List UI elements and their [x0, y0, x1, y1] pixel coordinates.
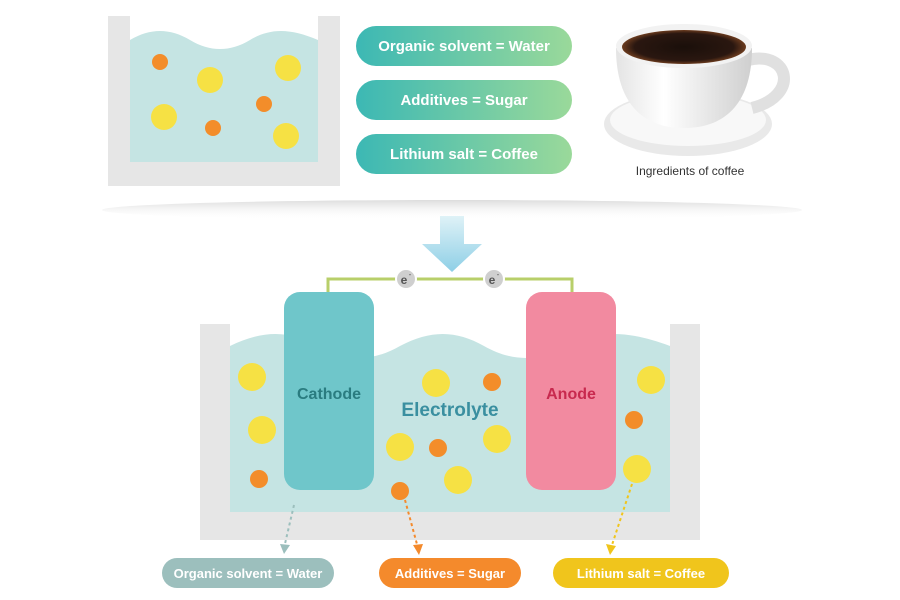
salt-particle: [637, 366, 665, 394]
svg-text:-: -: [497, 270, 500, 279]
salt-label-text: Lithium salt = Coffee: [390, 145, 538, 163]
top-beaker-wall: [108, 16, 340, 186]
coffee-cup-image: [604, 24, 790, 156]
pointer-lines: [280, 483, 633, 555]
additives-label-text: Additives = Sugar: [400, 91, 528, 109]
salt-particle: [386, 433, 414, 461]
coffee-surface: [622, 30, 746, 64]
additive-particle: [256, 96, 272, 112]
electrolyte-label: Electrolyte: [401, 400, 499, 421]
salt-particle: [444, 466, 472, 494]
electron-badge: e -: [483, 268, 505, 290]
additive-particle: [483, 373, 501, 391]
additive-particle: [205, 120, 221, 136]
salt-particle: [483, 425, 511, 453]
additives-equals-sugar-label: Additives = Sugar: [356, 80, 572, 120]
additive-particle: [152, 54, 168, 70]
salt-particle: [248, 416, 276, 444]
coffee-caption: Ingredients of coffee: [635, 164, 745, 178]
salt-particle: [623, 455, 651, 483]
additive-particle: [391, 482, 409, 500]
additive-particle: [429, 439, 447, 457]
salt-particle: [273, 123, 299, 149]
down-arrow-icon: [422, 216, 482, 272]
salt-particle: [238, 363, 266, 391]
solvent-equals-water-label: Organic solvent = Water: [356, 26, 572, 66]
solvent-label-text: Organic solvent = Water: [378, 37, 550, 55]
battery-beaker-wall: [200, 324, 700, 540]
bottom-salt-text: Lithium salt = Coffee: [576, 565, 706, 581]
bottom-salt-label: Lithium salt = Coffee: [553, 558, 729, 588]
anode-electrode: [526, 292, 616, 490]
svg-text:e: e: [401, 273, 408, 287]
anode-label: Anode: [546, 386, 596, 403]
salt-particle: [422, 369, 450, 397]
electrolyte-particles: [238, 363, 665, 500]
additive-particle: [250, 470, 268, 488]
cathode-electrode: [284, 292, 374, 490]
electron-badge: e -: [395, 268, 417, 290]
bottom-solvent-text: Organic solvent = Water: [173, 565, 323, 581]
cup-body: [616, 48, 752, 128]
cup-handle: [746, 52, 790, 114]
bottom-solvent-label: Organic solvent = Water: [162, 558, 334, 588]
additive-particle: [625, 411, 643, 429]
top-beaker: [108, 16, 340, 186]
salt-particle: [275, 55, 301, 81]
section-divider: [102, 200, 802, 220]
salt-equals-coffee-label: Lithium salt = Coffee: [356, 134, 572, 174]
bottom-additives-text: Additives = Sugar: [394, 565, 506, 581]
bottom-additives-label: Additives = Sugar: [379, 558, 521, 588]
salt-particle: [197, 67, 223, 93]
top-beaker-water: [130, 31, 318, 162]
external-circuit-wire: [326, 277, 574, 292]
cathode-label: Cathode: [297, 386, 361, 403]
salt-particle: [151, 104, 177, 130]
svg-text:-: -: [409, 270, 412, 279]
svg-text:e: e: [489, 273, 496, 287]
